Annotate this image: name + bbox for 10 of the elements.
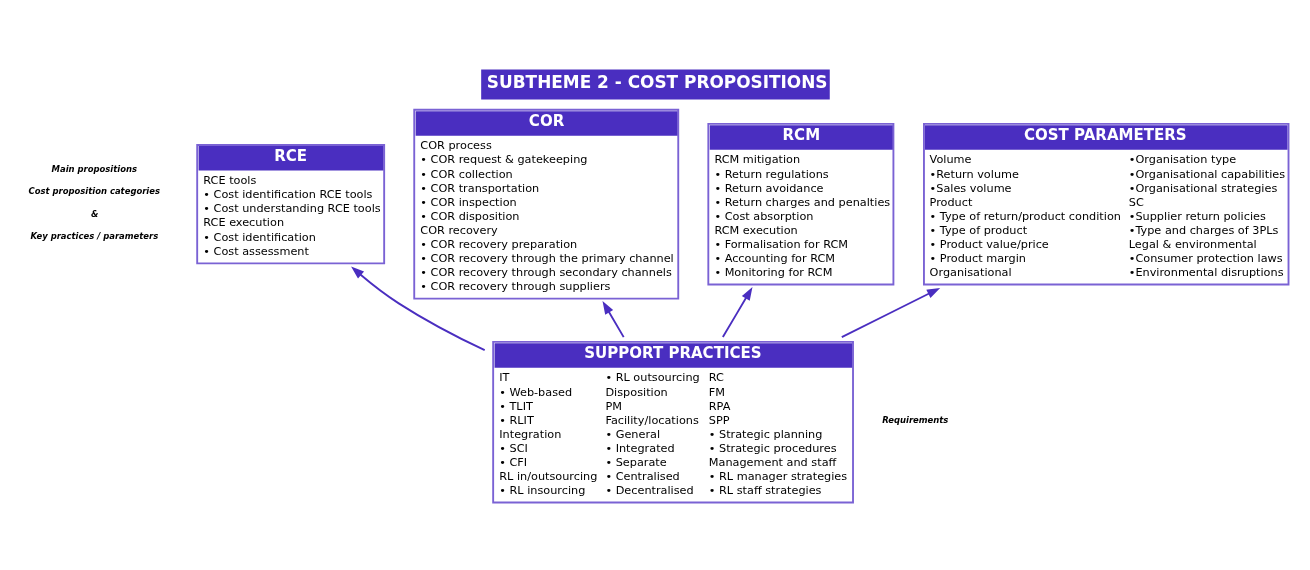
arrow [721,286,753,338]
arrow [351,266,486,351]
diagram-title: SUBTHEME 2 - COST PROPOSITIONS [486,71,828,92]
label: Cost proposition categories [28,185,161,196]
arrow [840,287,941,338]
arrow [602,300,625,338]
label: & [91,208,99,219]
label: Main propositions [51,163,137,174]
label: Requirements [882,414,949,425]
label: Key practices / parameters [30,230,159,241]
